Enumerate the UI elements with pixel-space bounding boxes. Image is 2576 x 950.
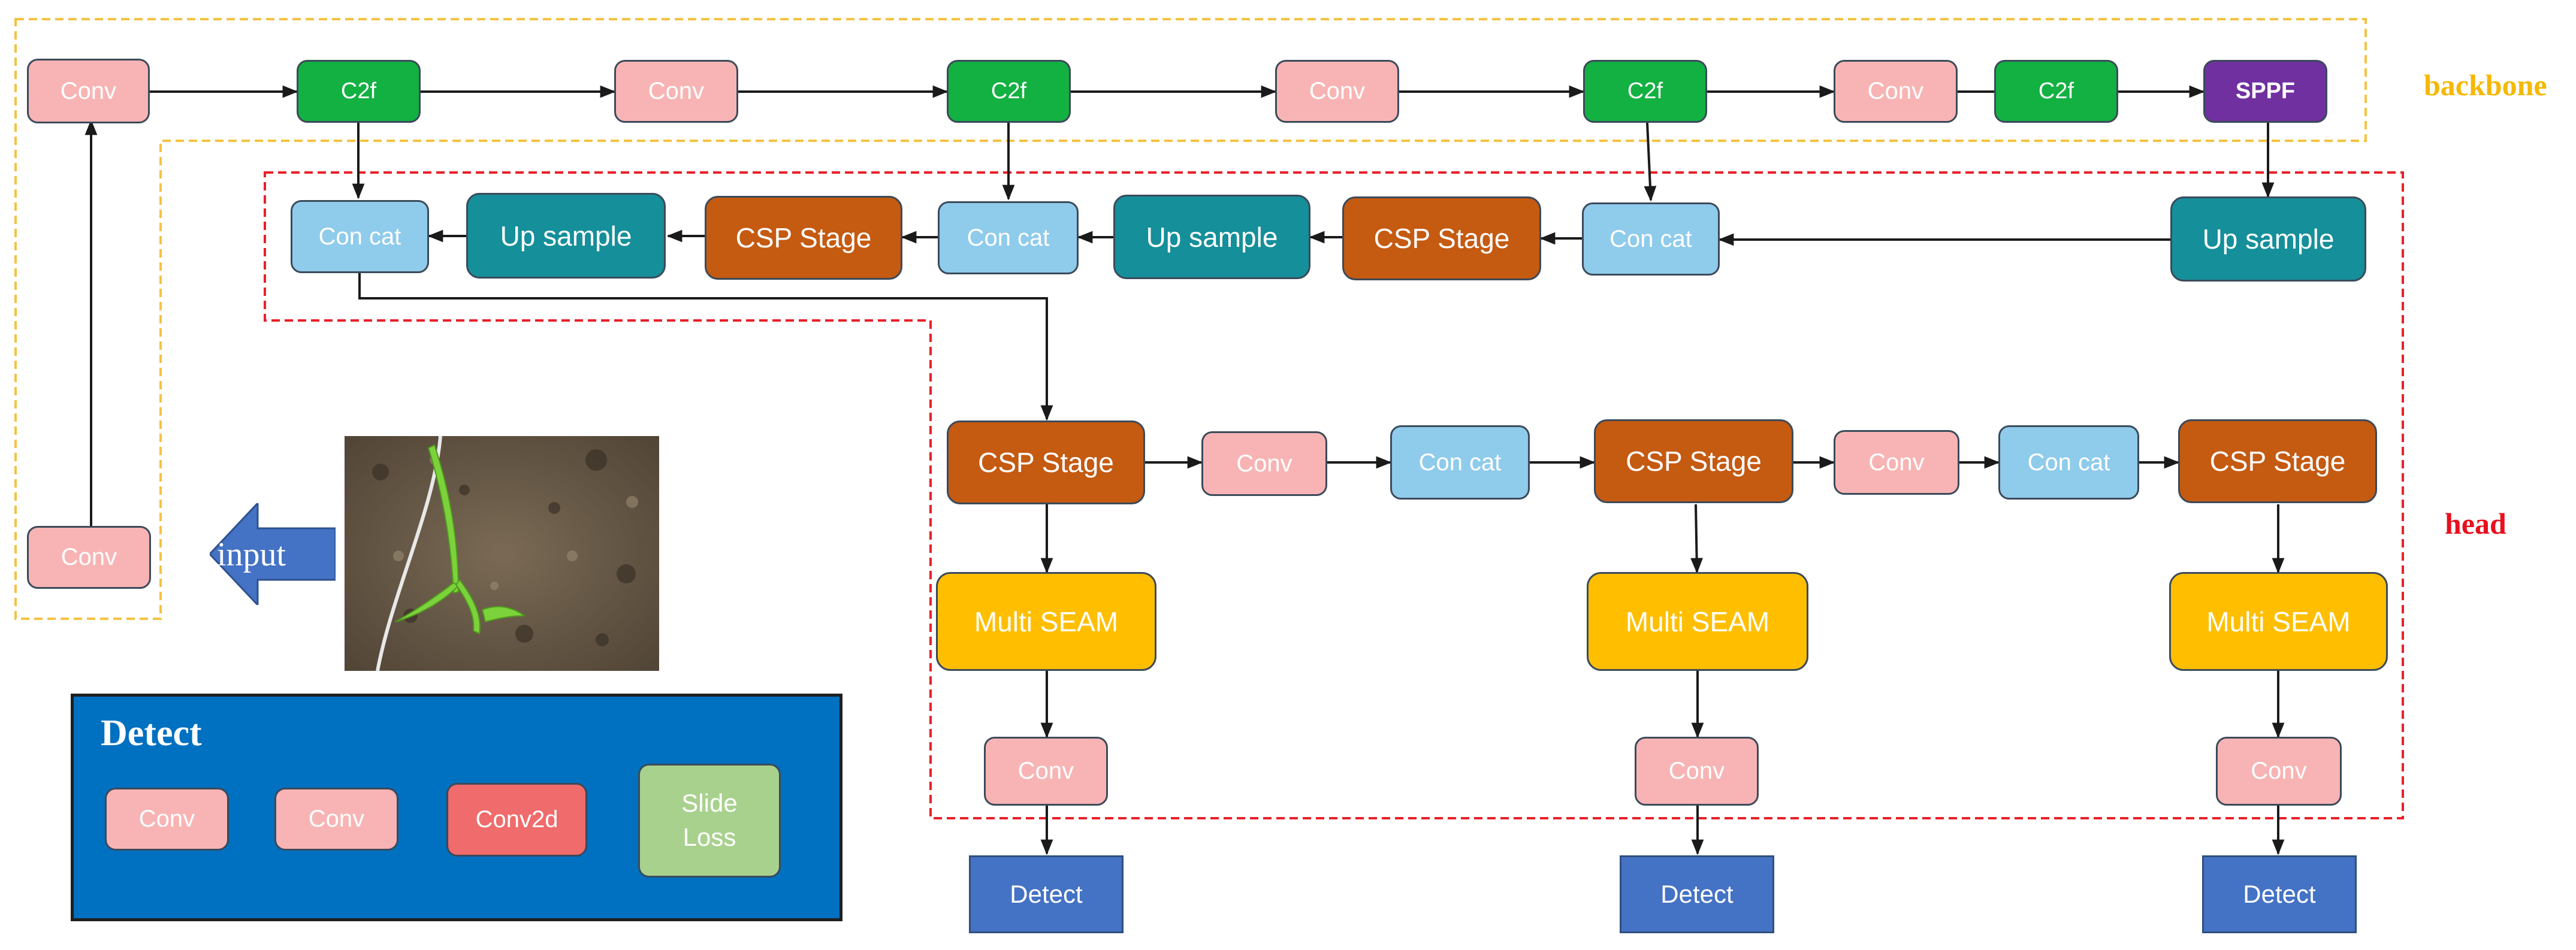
edge-neck-to-head <box>358 273 1053 421</box>
branch-3-multi-seam[interactable]: Multi SEAM <box>2169 572 2388 671</box>
slide-loss-line-2: Loss <box>682 823 736 851</box>
head-conv-1[interactable]: Conv <box>1201 431 1327 496</box>
branch-3-detect[interactable]: Detect <box>2202 855 2357 933</box>
backbone-c2f-4[interactable]: C2f <box>1994 60 2118 123</box>
backbone-conv-2[interactable]: Conv <box>614 60 738 123</box>
detect-module-conv2d[interactable]: Conv2d <box>446 783 587 857</box>
edge-b2-a <box>1690 504 1703 574</box>
detect-module-conv-1[interactable]: Conv <box>105 788 229 851</box>
edge-v-c2f3 <box>1644 122 1657 202</box>
detect-module-slide-loss[interactable]: Slide Loss <box>638 764 781 878</box>
backbone-conv-4[interactable]: Conv <box>1834 60 1958 123</box>
stem-conv[interactable]: Conv <box>27 526 151 589</box>
input-label: input <box>217 536 286 573</box>
branch-1-multi-seam[interactable]: Multi SEAM <box>936 572 1156 671</box>
neck-csp-1[interactable]: CSP Stage <box>705 196 902 280</box>
branch-3-conv[interactable]: Conv <box>2216 737 2342 806</box>
backbone-c2f-1[interactable]: C2f <box>297 60 421 123</box>
head-label: head <box>2445 507 2506 540</box>
head-csp-1[interactable]: CSP Stage <box>947 420 1145 504</box>
neck-concat-1[interactable]: Con cat <box>291 200 429 273</box>
detect-module-conv-2[interactable]: Conv <box>274 788 398 851</box>
branch-1-detect[interactable]: Detect <box>969 855 1124 933</box>
head-concat-1[interactable]: Con cat <box>1390 425 1530 500</box>
neck-csp-2[interactable]: CSP Stage <box>1342 196 1541 280</box>
backbone-c2f-2[interactable]: C2f <box>947 60 1071 123</box>
backbone-conv-3[interactable]: Conv <box>1275 60 1399 123</box>
neck-upsample-2[interactable]: Up sample <box>1113 195 1310 279</box>
head-conv-2[interactable]: Conv <box>1834 430 1959 495</box>
detect-module-title: Detect <box>101 713 202 754</box>
slide-loss-line-1: Slide <box>681 789 738 818</box>
backbone-label: backbone <box>2424 68 2547 102</box>
branch-2-conv[interactable]: Conv <box>1635 737 1759 806</box>
head-region-border <box>264 171 2404 819</box>
head-csp-2[interactable]: CSP Stage <box>1594 419 1793 503</box>
neck-upsample-1[interactable]: Up sample <box>466 193 666 279</box>
head-concat-2[interactable]: Con cat <box>1998 425 2139 500</box>
head-csp-3[interactable]: CSP Stage <box>2178 419 2377 503</box>
backbone-sppf[interactable]: SPPF <box>2203 60 2327 123</box>
branch-2-detect[interactable]: Detect <box>1620 855 1774 933</box>
backbone-conv-1[interactable]: Conv <box>27 59 150 123</box>
neck-concat-3[interactable]: Con cat <box>1582 202 1720 276</box>
branch-2-multi-seam[interactable]: Multi SEAM <box>1587 572 1808 671</box>
backbone-region-border <box>14 18 2367 620</box>
input-arrow-icon <box>210 503 336 605</box>
backbone-c2f-3[interactable]: C2f <box>1583 60 1707 123</box>
neck-upsample-3[interactable]: Up sample <box>2170 196 2366 282</box>
neck-concat-2[interactable]: Con cat <box>938 201 1079 274</box>
branch-1-conv[interactable]: Conv <box>984 737 1108 806</box>
corn-seedling-photo-icon <box>345 436 659 671</box>
